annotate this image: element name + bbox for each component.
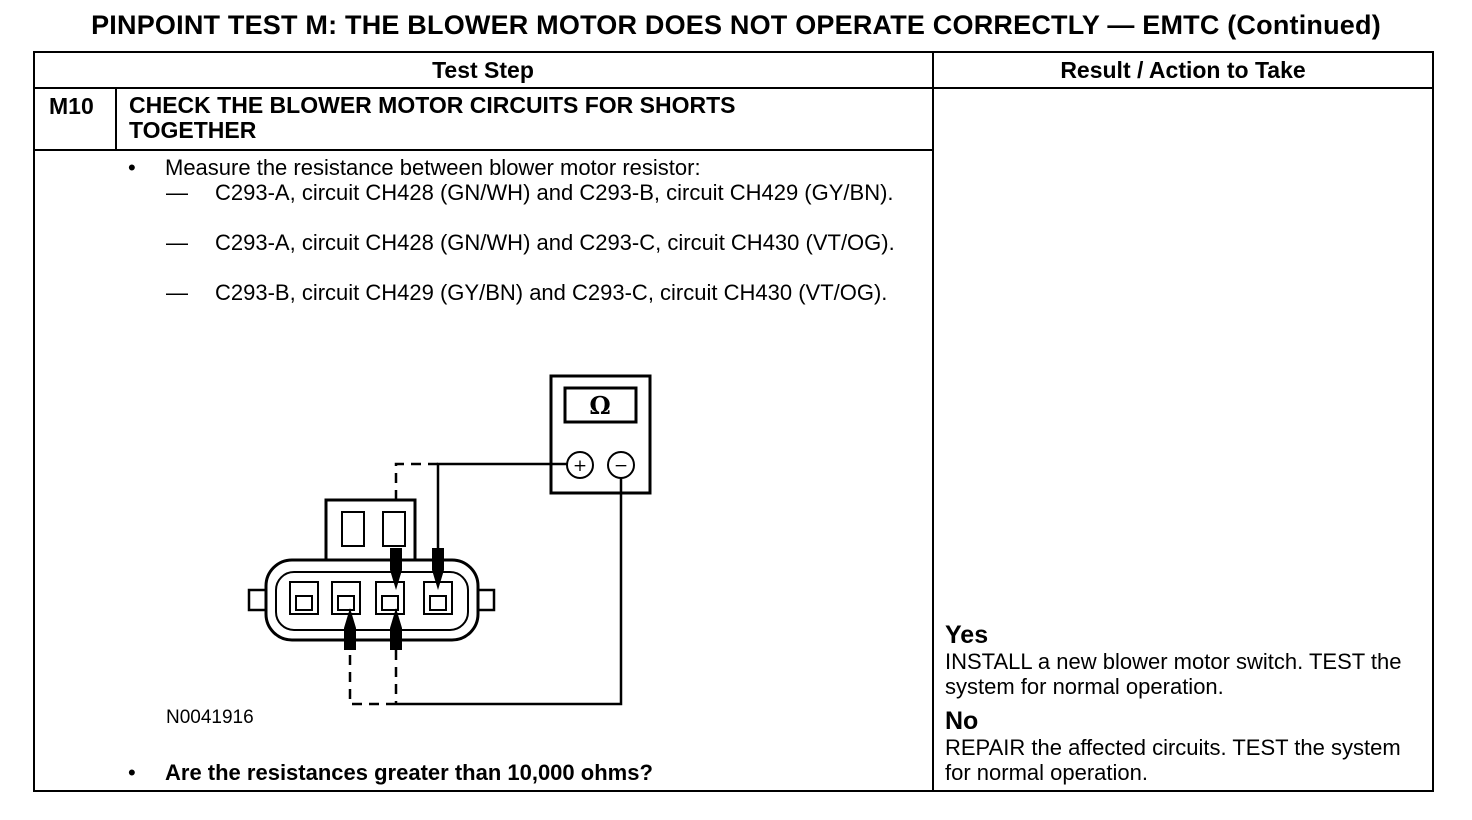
step-title: CHECK THE BLOWER MOTOR CIRCUITS FOR SHOR… [129,92,736,143]
column-divider [932,51,934,792]
bullet-icon: • [128,760,136,785]
measurement-item: C293-B, circuit CH429 (GY/BN) and C293-C… [215,280,888,305]
yes-action: INSTALL a new blower motor switch. TEST … [945,649,1402,699]
yes-label: Yes [945,621,989,649]
dash-icon: — [166,280,188,305]
ohm-symbol: Ω [589,391,610,420]
bullet-icon: • [128,155,136,180]
positive-lead [436,462,567,555]
header-test-step: Test Step [432,57,534,83]
probe-top [432,548,444,590]
pin-cavity [375,581,405,615]
no-action: REPAIR the affected circuits. TEST the s… [945,735,1401,785]
probe-bottom [344,608,356,650]
latch-slot [341,511,365,547]
dashed-lead [348,650,396,706]
negative-lead [396,478,623,706]
step-id-divider [115,87,117,150]
plus-sign: + [573,456,587,476]
latch-slot [382,511,406,547]
test-table [33,51,1434,792]
dash-icon: — [166,230,188,255]
probe-bottom [390,608,402,650]
no-label: No [945,707,979,735]
minus-sign: − [614,456,628,476]
connector-ohmmeter-diagram: Ω + − [247,374,652,706]
step-id: M10 [49,93,94,119]
question-text: Are the resistances greater than 10,000 … [165,760,653,785]
header-result-action: Result / Action to Take [1060,57,1306,83]
ohmmeter-display [563,386,638,424]
instruction-text: Measure the resistance between blower mo… [165,155,701,180]
dash-icon: — [166,180,188,205]
step-title-divider [33,149,933,151]
connector-inner [275,571,469,631]
measurement-item: C293-A, circuit CH428 (GN/WH) and C293-C… [215,230,895,255]
probe-top [390,548,402,590]
measurement-item: C293-A, circuit CH428 (GN/WH) and C293-B… [215,180,894,205]
pin-cavity [331,581,361,615]
figure-id: N0041916 [166,707,254,728]
page-title: PINPOINT TEST M: THE BLOWER MOTOR DOES N… [91,10,1381,40]
header-divider [33,87,1434,89]
pin-cavity [289,581,319,615]
